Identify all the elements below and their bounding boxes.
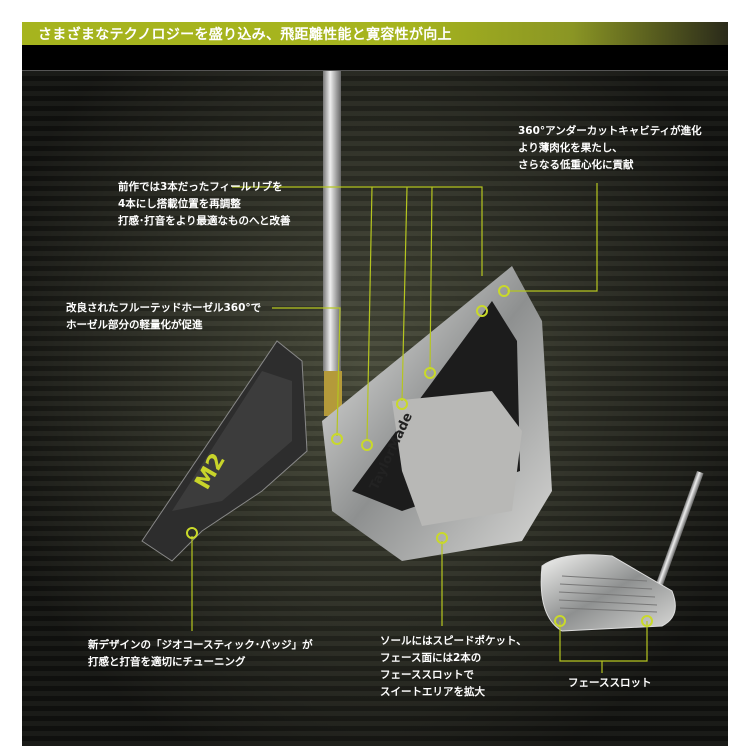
note-line: 新デザインの「ジオコースティック･バッジ」が — [88, 639, 313, 651]
small-shaft — [655, 471, 704, 587]
leader-lines — [191, 183, 648, 673]
header-title: さまざまなテクノロジーを盛り込み、飛距離性能と寛容性が向上 — [38, 27, 452, 43]
note-line: さらなる低重心化に貢献 — [518, 159, 634, 171]
product-infographic: さまざまなテクノロジーを盛り込み、飛距離性能と寛容性が向上 TaylorMade — [22, 22, 728, 746]
subheader-band — [22, 45, 728, 71]
callout-points — [186, 285, 653, 627]
face-grooves — [558, 575, 658, 613]
badge-carbon — [172, 371, 292, 511]
note-line: ホーゼル部分の軽量化が促進 — [66, 319, 203, 331]
hosel-note: 改良されたフルーテッドホーゼル360°で ホーゼル部分の軽量化が促進 — [66, 300, 261, 334]
cavity-note: 360°アンダーカットキャビティが進化 より薄肉化を果たし、 さらなる低重心化に… — [518, 123, 702, 174]
speed-pocket-plate — [392, 391, 522, 526]
note-line: 打感･打音をより最適なものへと改善 — [118, 215, 291, 227]
diagram-stage: TaylorMade M2 — [22, 71, 728, 746]
header-bar: さまざまなテクノロジーを盛り込み、飛距離性能と寛容性が向上 — [22, 22, 728, 45]
note-line: スイートエリアを拡大 — [380, 686, 485, 698]
note-line: 改良されたフルーテッドホーゼル360°で — [66, 302, 262, 314]
note-line: 前作では3本だったフィールリブを — [118, 181, 283, 193]
note-line: 打感と打音を適切にチューニング — [88, 656, 246, 668]
note-line: 360°アンダーカットキャビティが進化 — [518, 125, 702, 137]
note-line: フェーススロットで — [380, 669, 474, 681]
note-line: 4本にし搭載位置を再調整 — [118, 198, 241, 210]
small-iron-face — [540, 554, 676, 632]
note-line: より薄肉化を果たし、 — [518, 142, 623, 154]
face-slot-note: フェーススロット — [568, 675, 651, 692]
badge-note: 新デザインの「ジオコースティック･バッジ」が 打感と打音を適切にチューニング — [88, 637, 313, 671]
shaft — [323, 71, 341, 371]
sole-note: ソールにはスピードポケット、 フェース面には2本の フェーススロットで スイート… — [380, 633, 527, 701]
note-line: フェーススロット — [568, 677, 652, 689]
note-line: フェース面には2本の — [380, 652, 482, 664]
note-line: ソールにはスピードポケット、 — [380, 635, 527, 647]
ribs-note: 前作では3本だったフィールリブを 4本にし搭載位置を再調整 打感･打音をより最適… — [118, 179, 291, 230]
club-illustration: TaylorMade M2 — [141, 71, 704, 673]
